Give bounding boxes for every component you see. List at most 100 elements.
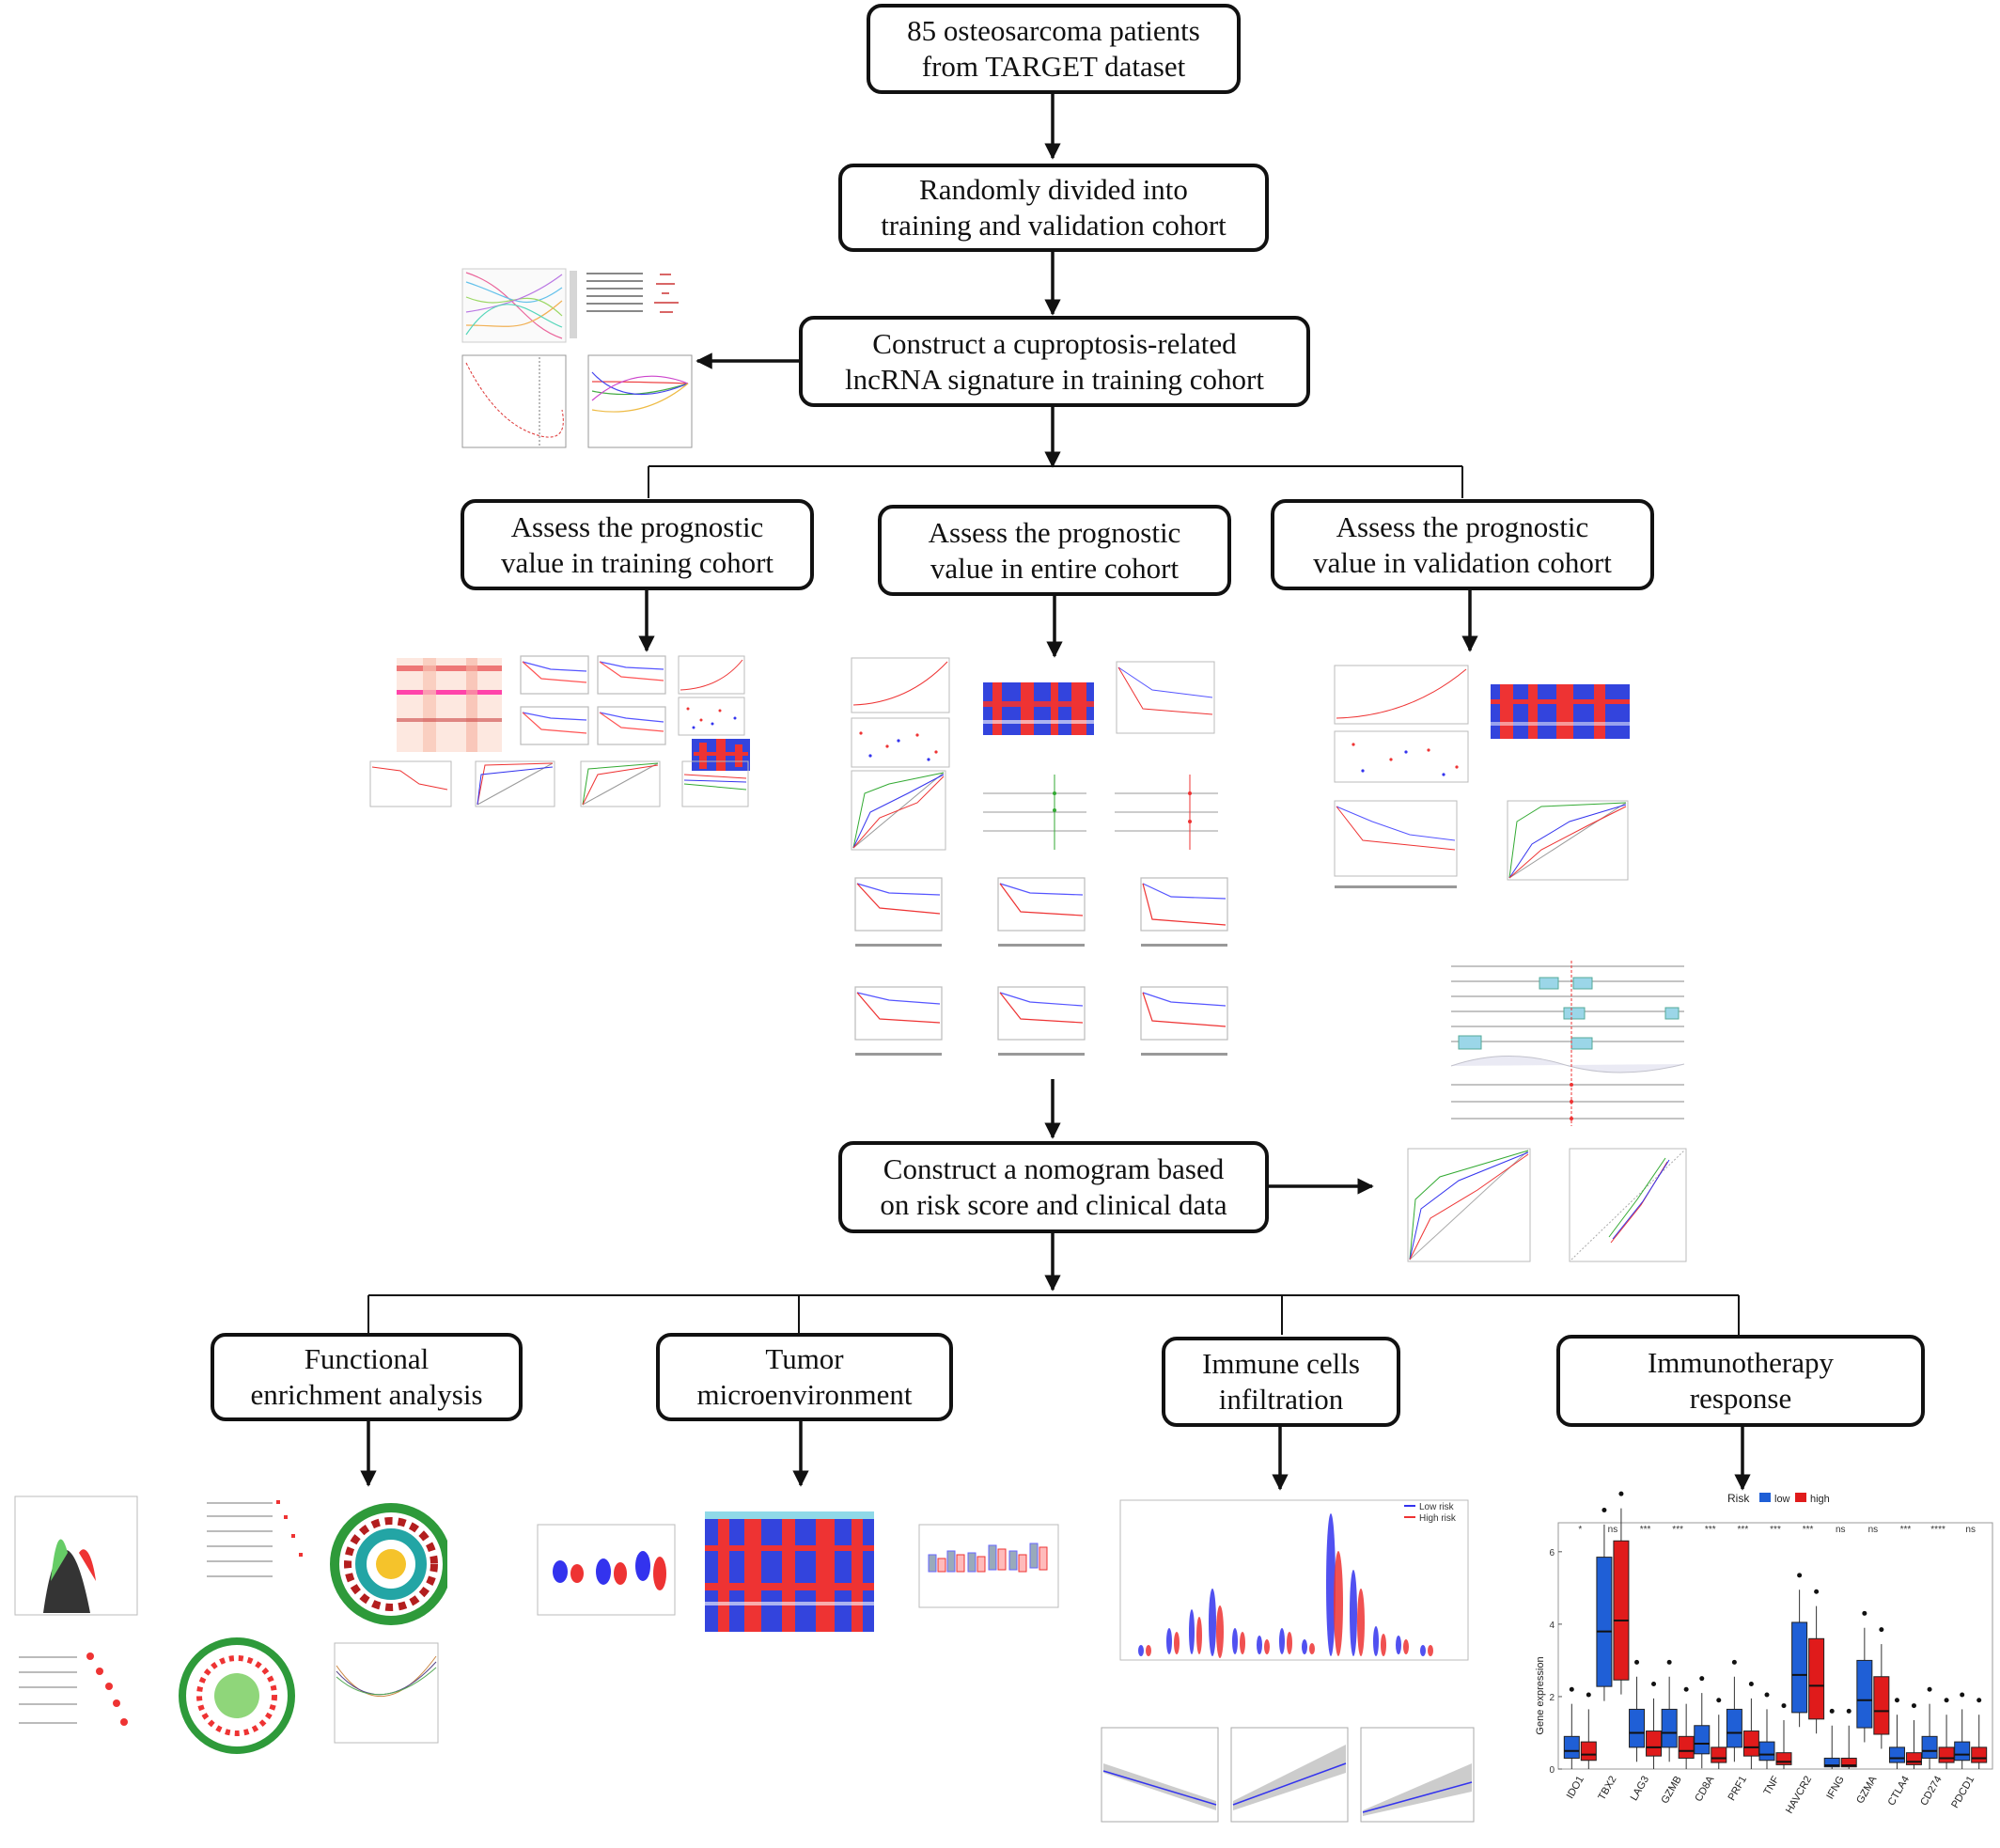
immune-legend-high: High risk <box>1419 1513 1457 1524</box>
significance-label: *** <box>1738 1525 1749 1535</box>
significance-label: **** <box>1930 1525 1945 1535</box>
outlier-high <box>1618 1491 1624 1496</box>
significance-label: ns <box>1608 1525 1618 1535</box>
y-tick-label: 2 <box>1549 1693 1555 1703</box>
y-tick-label: 4 <box>1549 1621 1555 1631</box>
gene-label: IFNG <box>1824 1775 1847 1802</box>
immune-legend-low: Low risk <box>1419 1502 1455 1512</box>
immune-infiltration-figure: Low risk High risk <box>1101 1499 1475 1823</box>
step-immunotherapy-response: Immunotherapy response <box>1556 1335 1925 1427</box>
outlier-high <box>1781 1703 1787 1709</box>
outlier-high <box>1846 1708 1852 1714</box>
significance-label: *** <box>1900 1525 1912 1535</box>
outlier-low <box>1862 1610 1867 1616</box>
legend-low-swatch <box>1759 1493 1771 1502</box>
significance-label: ns <box>1868 1525 1879 1535</box>
y-tick-label: 6 <box>1549 1548 1555 1558</box>
y-tick-label: 0 <box>1549 1765 1555 1776</box>
step-random-split: Randomly divided into training and valid… <box>838 164 1269 252</box>
step-immune-infiltration: Immune cells infiltration <box>1162 1337 1400 1427</box>
tumor-microenvironment-figure <box>537 1511 1059 1632</box>
box-low-cd8a <box>1694 1725 1711 1755</box>
immune-legend: Low risk High risk <box>1404 1502 1457 1524</box>
significance-label: *** <box>1705 1525 1716 1535</box>
gene-label: HAVCR2 <box>1784 1775 1814 1816</box>
outlier-high <box>1814 1589 1820 1594</box>
training-cohort-figure <box>369 655 750 807</box>
outlier-high <box>1586 1692 1591 1698</box>
step-assess-validation: Assess the prognostic value in validatio… <box>1271 499 1654 590</box>
box-high-cd274 <box>1938 1746 1955 1763</box>
gene-label: PRF1 <box>1727 1775 1749 1803</box>
outlier-low <box>1894 1698 1899 1703</box>
box-high-gzma <box>1873 1676 1890 1735</box>
training-km-grid <box>520 655 666 745</box>
gene-label: CD274 <box>1918 1775 1945 1809</box>
gene-label: GZMB <box>1659 1775 1683 1807</box>
gene-label: LAG3 <box>1629 1775 1651 1803</box>
entire-heatmap <box>983 682 1094 735</box>
significance-label: *** <box>1770 1525 1781 1535</box>
gene-label: PDCD1 <box>1949 1775 1977 1810</box>
gene-label: CD8A <box>1693 1774 1716 1804</box>
significance-label: ns <box>1965 1525 1976 1535</box>
box-high-gzmb <box>1678 1735 1695 1759</box>
box-high-tbx2 <box>1613 1540 1630 1681</box>
gene-label: TNF <box>1762 1774 1782 1797</box>
step-build-signature: Construct a cuproptosis-related lncRNA s… <box>799 316 1310 407</box>
significance-label: *** <box>1672 1525 1683 1535</box>
significance-label: ns <box>1836 1525 1846 1535</box>
legend-title: Risk <box>1727 1492 1750 1505</box>
box-high-havcr2 <box>1808 1637 1825 1720</box>
entire-cohort-figure <box>851 657 1228 1056</box>
outlier-high <box>1716 1698 1722 1703</box>
box-high-ifng <box>1840 1757 1857 1768</box>
gene-label: CTLA4 <box>1886 1775 1913 1809</box>
outlier-low <box>1797 1573 1803 1578</box>
box-high-cd8a <box>1711 1746 1727 1763</box>
box-low-ifng <box>1823 1757 1840 1768</box>
outlier-low <box>1829 1708 1835 1714</box>
legend-high-swatch <box>1795 1493 1806 1502</box>
box-high-pdcd1 <box>1971 1746 1988 1763</box>
box-low-cd274 <box>1921 1735 1938 1759</box>
outlier-high <box>1911 1703 1916 1709</box>
outlier-low <box>1634 1659 1640 1665</box>
gene-label: TBX2 <box>1596 1775 1618 1803</box>
box-low-tbx2 <box>1596 1557 1613 1687</box>
box-low-gzmb <box>1661 1708 1678 1748</box>
outlier-high <box>1748 1681 1754 1686</box>
step-assess-entire: Assess the prognostic value in entire co… <box>878 505 1231 596</box>
gene-label: IDO1 <box>1565 1775 1586 1801</box>
outlier-low <box>1731 1659 1737 1665</box>
significance-label: *** <box>1640 1525 1651 1535</box>
validation-cohort-figure <box>1334 665 1630 888</box>
nomogram-figure <box>1450 961 1685 1126</box>
outlier-low <box>1699 1676 1705 1682</box>
nomogram-roc-calibration-figure <box>1407 1148 1687 1262</box>
box-high-ido1 <box>1580 1741 1597 1762</box>
box-low-pdcd1 <box>1954 1741 1971 1762</box>
outlier-low <box>1764 1692 1770 1698</box>
outlier-low <box>1927 1686 1932 1692</box>
legend-low-label: low <box>1774 1494 1790 1505</box>
outlier-high <box>1879 1627 1884 1633</box>
training-heatmap <box>397 658 502 752</box>
box-low-lag3 <box>1629 1708 1646 1748</box>
outlier-high <box>1651 1681 1657 1686</box>
outlier-low <box>1569 1686 1574 1692</box>
box-low-ido1 <box>1563 1735 1580 1759</box>
box-high-ctla4 <box>1905 1752 1922 1765</box>
box-low-prf1 <box>1726 1708 1742 1748</box>
functional-enrichment-figure <box>14 1496 447 1754</box>
box-high-lag3 <box>1646 1731 1663 1757</box>
step-patients: 85 osteosarcoma patients from TARGET dat… <box>867 4 1241 94</box>
outlier-low <box>1666 1659 1672 1665</box>
y-axis-label: Gene expression <box>1535 1656 1546 1734</box>
box-low-tnf <box>1758 1741 1775 1762</box>
box-high-tnf <box>1775 1752 1792 1765</box>
box-low-gzma <box>1856 1659 1873 1729</box>
outlier-high <box>1977 1698 1982 1703</box>
outlier-low <box>1602 1508 1607 1513</box>
